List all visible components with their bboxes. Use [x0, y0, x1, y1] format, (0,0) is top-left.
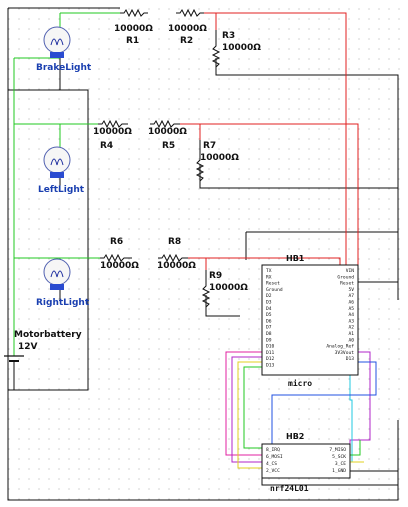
pin-label: D4 — [266, 306, 272, 312]
r9-value-label: 10000Ω — [209, 283, 248, 293]
hb1-ref-label: HB1 — [286, 254, 305, 263]
pin-label: Reset — [266, 281, 280, 287]
pin-label: D9 — [266, 337, 272, 343]
brake-light-lamp — [43, 26, 71, 58]
pin-label: A7 — [348, 293, 354, 299]
pin-label: 3V3Vout — [335, 350, 355, 356]
r7-value-label: 10000Ω — [200, 153, 239, 163]
signal-wires-red — [180, 12, 359, 330]
r8-value-label: 10000Ω — [157, 261, 196, 271]
resistor-r4 — [98, 119, 128, 129]
left-light-lamp — [43, 146, 71, 178]
resistor-r6 — [100, 253, 132, 263]
battery-name-label: Motorbattery — [14, 330, 82, 340]
right-light-lamp — [43, 258, 71, 290]
pin-label: Reset — [340, 281, 354, 287]
pin-label: Analog_Ref — [326, 344, 354, 350]
r6-ref-label: R6 — [110, 237, 123, 247]
pin-label: 7_MISO — [329, 447, 346, 453]
resistor-r8 — [158, 253, 188, 263]
pin-label: D2 — [266, 293, 272, 299]
resistor-r9 — [201, 270, 211, 316]
pin-label: 5V — [348, 287, 354, 293]
r5-value-label: 10000Ω — [148, 127, 187, 137]
r2-ref-label: R2 — [180, 36, 193, 46]
pin-label: A6 — [348, 300, 354, 306]
r8-ref-label: R8 — [168, 237, 181, 247]
pin-label: 3_CE — [335, 461, 346, 467]
pin-label: A4 — [348, 312, 354, 318]
pin-label: A0 — [348, 337, 354, 343]
battery-voltage-label: 12V — [18, 342, 38, 352]
pin-label: D13 — [266, 363, 275, 369]
pin-label: D11 — [266, 350, 275, 356]
pin-label: Ground — [266, 287, 283, 293]
pin-label: A5 — [348, 306, 354, 312]
pin-label: 4_CS — [266, 461, 277, 467]
pin-label: D8 — [266, 331, 272, 337]
pin-label: D12 — [266, 356, 275, 362]
pin-label: Ground — [337, 274, 354, 280]
r9-ref-label: R9 — [209, 271, 222, 281]
pin-label: VIN — [346, 268, 355, 274]
pin-label: D7 — [266, 325, 272, 331]
r4-ref-label: R4 — [100, 141, 113, 151]
r1-value-label: 10000Ω — [114, 24, 153, 34]
pin-label: D10 — [266, 344, 275, 350]
spi-wires — [225, 351, 377, 469]
ground-wires — [7, 7, 399, 501]
pin-label: D13 — [346, 356, 355, 362]
pin-label: 1_GND — [332, 468, 346, 474]
pin-label: D5 — [266, 312, 272, 318]
hb2-name-label: nrf24L01 — [270, 484, 309, 493]
hb1-name-label: micro — [288, 378, 312, 388]
resistor-r1 — [120, 8, 148, 18]
r6-value-label: 10000Ω — [100, 261, 139, 271]
pin-label: D3 — [266, 300, 272, 306]
resistor-r3 — [211, 30, 221, 75]
left-light-label: LeftLight — [38, 185, 85, 195]
r2-value-label: 10000Ω — [168, 24, 207, 34]
r3-value-label: 10000Ω — [222, 43, 261, 53]
pin-label: A3 — [348, 318, 354, 324]
right-light-label: RightLight — [36, 298, 90, 308]
r7-ref-label: R7 — [203, 141, 216, 151]
pin-label: A1 — [348, 331, 354, 337]
r3-ref-label: R3 — [222, 31, 235, 41]
pin-label: D6 — [266, 318, 272, 324]
resistor-r5 — [150, 119, 180, 129]
hb1-left-pins: TXRXResetGroundD2D3D4D5D6D7D8D9D10D11D12… — [266, 268, 283, 369]
pin-label: 2_VCC — [266, 468, 280, 474]
pin-label: TX — [266, 268, 272, 274]
r4-value-label: 10000Ω — [93, 127, 132, 137]
resistor-r7 — [195, 140, 205, 188]
hb1-micro-chip: TXRXResetGroundD2D3D4D5D6D7D8D9D10D11D12… — [261, 264, 359, 376]
pin-label: 6_MOSI — [266, 454, 283, 460]
motor-battery — [4, 340, 24, 390]
pin-label: 8_IRQ — [266, 447, 280, 453]
r1-ref-label: R1 — [126, 36, 139, 46]
pin-label: 5_SCK — [332, 454, 346, 460]
pin-label: RX — [266, 274, 272, 280]
hb2-ref-label: HB2 — [286, 432, 304, 441]
brake-light-label: BrakeLight — [36, 63, 92, 73]
r5-ref-label: R5 — [162, 141, 175, 151]
hb1-right-pins: VINGroundReset5VA7A6A5A4A3A2A1A0Analog_R… — [326, 268, 354, 362]
pin-label: A2 — [348, 325, 354, 331]
resistor-r2 — [176, 8, 204, 18]
